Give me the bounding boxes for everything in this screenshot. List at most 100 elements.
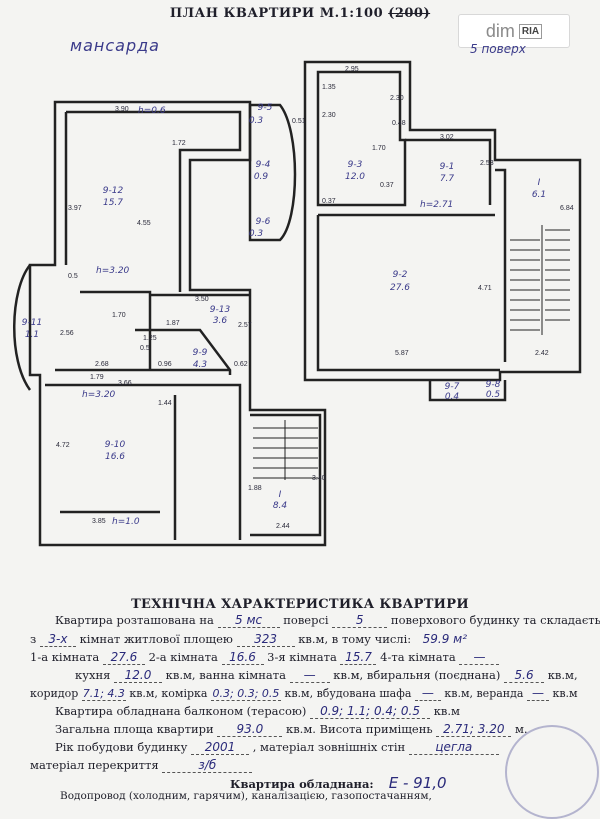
text: поверхового будинку та складається	[390, 613, 600, 627]
floor5-outline	[303, 60, 582, 382]
height-label: h=2.71	[420, 200, 454, 210]
room-area: 12.0	[344, 172, 366, 182]
dimension: 3.90	[115, 106, 129, 113]
height-label: h=1.0	[112, 517, 140, 527]
dimension: 4.55	[137, 220, 151, 227]
room-id: 9-12	[102, 186, 124, 196]
bathroom-value: —	[289, 668, 330, 683]
equipped-handwritten: Е - 91,0	[388, 774, 447, 792]
room-area: 0.3	[248, 116, 264, 126]
height-label: h=0.6	[138, 106, 166, 116]
text: 2-а кімната	[148, 650, 218, 664]
text: кв.м, вбудована шафа	[284, 687, 412, 700]
room-area: 27.6	[389, 283, 411, 293]
line-kitchen-bath: кухня 12.0 кв.м, ванна кімната — кв.м, в…	[75, 668, 578, 683]
dimension: 4.72	[56, 442, 70, 449]
living-area-handwritten: 59.9 м²	[422, 632, 468, 646]
dimension: 5.87	[395, 350, 409, 357]
text: з	[30, 632, 37, 646]
text: Квартира розташована на	[55, 613, 214, 627]
text: кв.м. Висота приміщень	[286, 722, 433, 736]
text: 4-та кімната	[380, 650, 456, 664]
line-balcony: Квартира обладнана балконом (терасою) 0.…	[55, 704, 460, 719]
room-id: 9-5	[257, 103, 273, 113]
dimension: 0.62	[234, 361, 248, 368]
ceiling-height-value: 2.71; 3.20	[436, 722, 512, 737]
room-area: 6.1	[531, 190, 547, 200]
room4-value: —	[459, 650, 500, 665]
dimension: 1.87	[166, 320, 180, 327]
floor-value: 5 мс	[217, 613, 280, 628]
floor-plan-drawing	[13, 60, 582, 547]
room-area: 3.6	[212, 316, 228, 326]
text: матеріал перекриття	[30, 758, 159, 772]
plan-title-scale-struck: (200)	[388, 6, 431, 21]
rooms-count-value: 3-х	[39, 632, 76, 647]
room-id: I	[537, 178, 541, 188]
dimension: 1.72	[172, 140, 186, 147]
dimension: 0.37	[380, 182, 394, 189]
ceiling-material-value: з/б	[162, 758, 253, 773]
room1-value: 27.6	[102, 650, 145, 665]
text: Загальна площа квартири	[55, 722, 214, 736]
kitchen-value: 12.0	[114, 668, 163, 683]
dimension: 1.88	[248, 485, 262, 492]
room-area: 4.3	[192, 360, 208, 370]
text: , матеріал зовнішніх стін	[252, 740, 406, 754]
dimension: 0.5	[68, 273, 78, 280]
line-ceiling-material: матеріал перекриття з/б	[30, 758, 253, 773]
label-mansard: мансарда	[70, 36, 160, 55]
room-id: 9-1	[439, 162, 455, 172]
text: кв.м	[433, 704, 460, 718]
dimension: 2.30	[390, 95, 404, 102]
dimension: 1.35	[322, 84, 336, 91]
room-id: 9-7	[444, 382, 460, 392]
living-area-value: 323	[236, 632, 295, 647]
toilet-value: 5.6	[504, 668, 545, 683]
dimension: 3.97	[68, 205, 82, 212]
text: поверсі	[283, 613, 329, 627]
build-year-value: 2001	[191, 740, 250, 755]
room-id: 9-4	[255, 160, 271, 170]
dimension: 2.53	[480, 160, 494, 167]
text: кв.м, веранда	[444, 687, 524, 700]
dimension: 4.71	[478, 285, 492, 292]
line-year-material: Рік побудови будинку 2001 , матеріал зов…	[55, 740, 499, 755]
room-id: 9-11	[21, 318, 43, 328]
dimension: 0.37	[322, 198, 336, 205]
text: кв.м, ванна кімната	[165, 668, 286, 682]
line-location: Квартира розташована на 5 мс поверсі 5 п…	[55, 613, 600, 628]
dimension: 0.48	[392, 120, 406, 127]
dimension: 1.70	[372, 145, 386, 152]
dimension: 0.51	[292, 118, 306, 125]
room-id: 9-8	[485, 380, 501, 390]
line-room-areas: 1-а кімната 27.6 2-а кімната 16.6 3-я кі…	[30, 650, 500, 665]
dimension: 3.02	[440, 134, 454, 141]
room-area: 15.7	[102, 198, 124, 208]
text: Квартира обладнана:	[230, 777, 374, 791]
room-area: 7.7	[439, 174, 455, 184]
label-floor: 5 поверх	[470, 42, 526, 56]
text: кв.м,	[547, 668, 578, 682]
dimension: 0.5	[140, 345, 150, 352]
dimension: 1.70	[112, 312, 126, 319]
dimension: 0.96	[158, 361, 172, 368]
dimension: 2.68	[95, 361, 109, 368]
dimension: 1.44	[158, 400, 172, 407]
dimension: 6.84	[560, 205, 574, 212]
room2-value: 16.6	[221, 650, 264, 665]
text: кв.м, вбиральня (поєднана)	[333, 668, 501, 682]
room-area: 16.6	[104, 452, 126, 462]
characteristics-title: ТЕХНІЧНА ХАРАКТЕРИСТИКА КВАРТИРИ	[131, 597, 469, 612]
official-stamp	[505, 725, 599, 819]
plan-title-main: ПЛАН КВАРТИРИ М.1:100	[169, 6, 384, 21]
watermark-logo: dim RIA	[458, 14, 570, 48]
veranda-value: —	[526, 686, 549, 701]
line-equipped: Квартира обладнана: Е - 91,0	[230, 774, 458, 792]
room-id: I	[278, 490, 282, 500]
dimension: 2.42	[535, 350, 549, 357]
line-total-area: Загальна площа квартири 93.0 кв.м. Висот…	[55, 722, 528, 737]
text: Рік побудови будинку	[55, 740, 188, 754]
text: Квартира обладнана балконом (терасою)	[55, 704, 307, 718]
room-area: 1.1	[24, 330, 40, 340]
